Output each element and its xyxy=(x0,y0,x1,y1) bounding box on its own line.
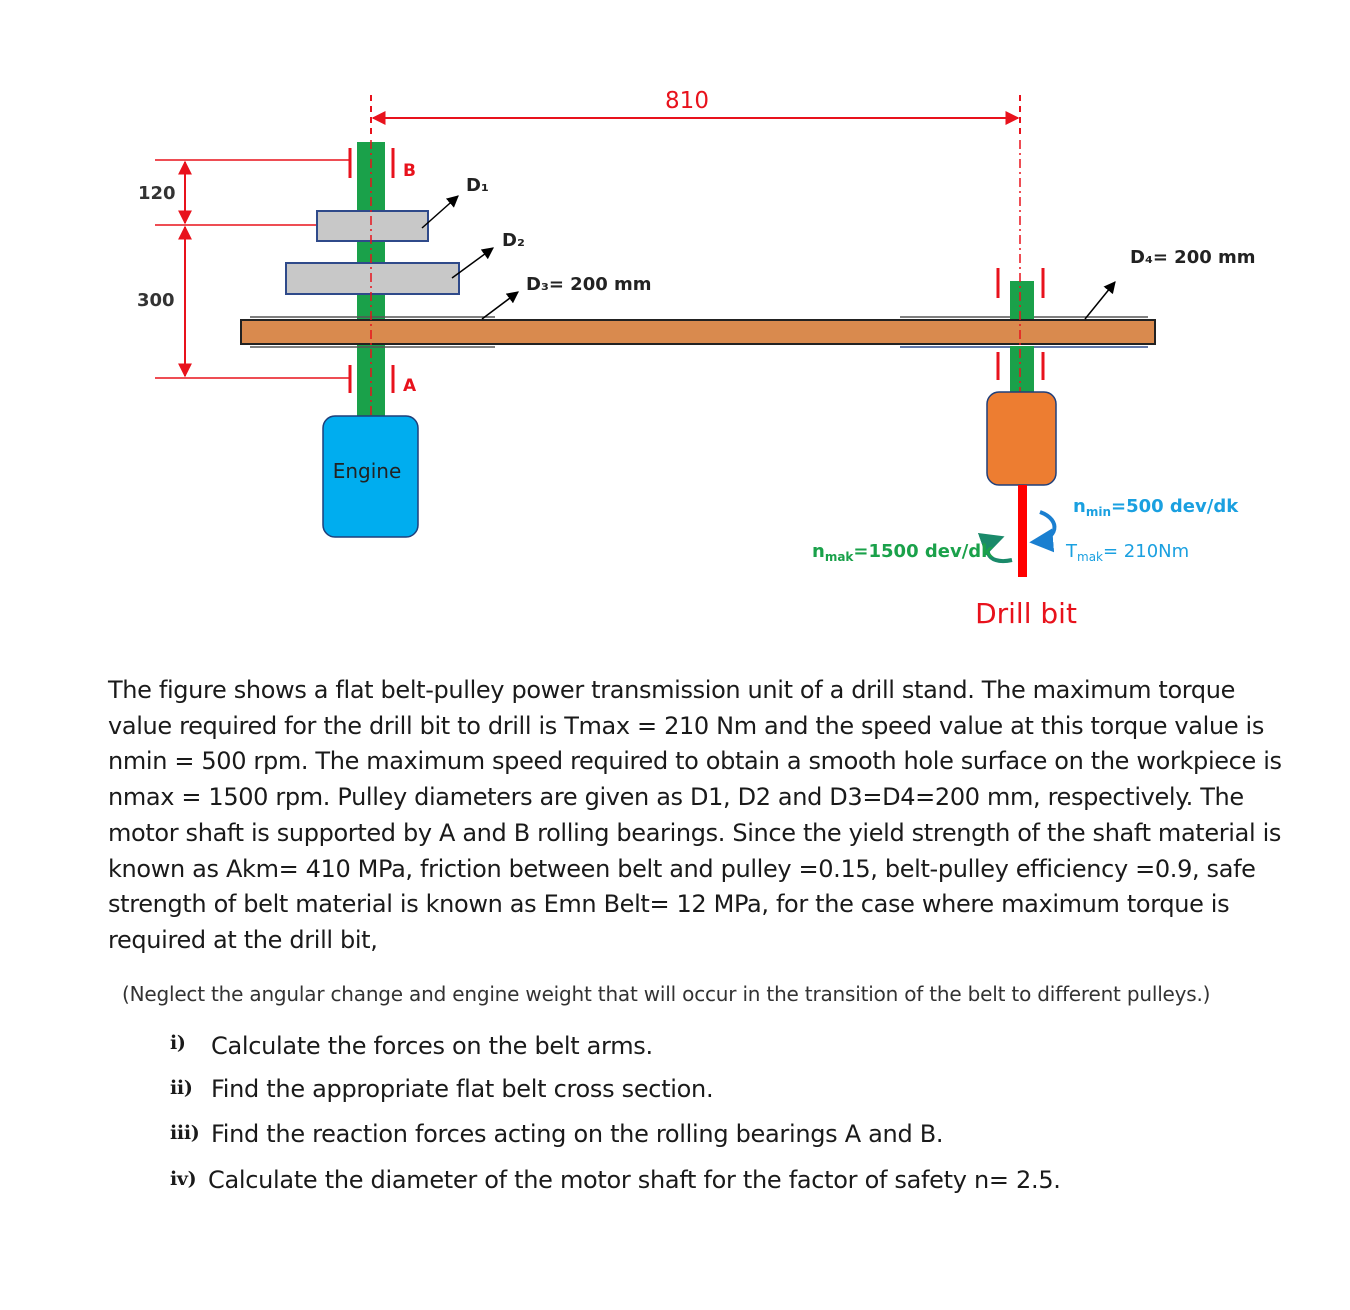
question-text: Find the appropriate flat belt cross sec… xyxy=(211,1075,714,1103)
d1-pointer xyxy=(421,195,459,229)
drill-motor xyxy=(986,391,1057,486)
drill-bit xyxy=(1018,485,1027,577)
rotation-arrow-nmin xyxy=(1029,510,1057,553)
pulley-d2 xyxy=(285,262,460,295)
drill-stand-diagram: 810 120 300 B A Engine xyxy=(137,88,1256,630)
d2-label: D₂ xyxy=(502,230,525,251)
drill-shaft-lower xyxy=(1010,346,1034,394)
question-text: Calculate the diameter of the motor shaf… xyxy=(208,1166,1061,1194)
d2-pointer xyxy=(451,247,494,279)
problem-paragraph: The figure shows a flat belt-pulley powe… xyxy=(108,676,1282,954)
tmak-label: Tmak= 210Nm xyxy=(1065,541,1189,564)
dimension-vertical: 120 300 xyxy=(137,159,350,379)
drill-bearing-lower xyxy=(996,352,1045,380)
dimension-120-text: 120 xyxy=(138,183,176,204)
drill-shaft-upper xyxy=(1010,281,1034,319)
engine-label: Engine xyxy=(333,459,402,483)
nmin-label: nmin=500 dev/dk xyxy=(1073,496,1239,519)
bearing-b-label: B xyxy=(403,161,416,181)
pulley-d1 xyxy=(316,210,429,242)
bearing-a-label: A xyxy=(403,376,417,396)
bearing-a: A xyxy=(348,365,417,396)
nmak-label: nmak=1500 dev/dk xyxy=(812,541,994,564)
d4-label: D₄= 200 mm xyxy=(1130,247,1256,268)
d3-label: D₃= 200 mm xyxy=(526,274,652,295)
dimension-810: 810 xyxy=(370,88,1021,135)
d4-pointer xyxy=(1084,281,1116,320)
question-text: Find the reaction forces acting on the r… xyxy=(211,1120,944,1148)
flat-belt xyxy=(240,316,1156,348)
d1-label: D₁ xyxy=(466,175,489,196)
dimension-300-text: 300 xyxy=(137,290,175,311)
dimension-810-text: 810 xyxy=(665,88,709,114)
question-number: iv) xyxy=(170,1168,197,1190)
drill-bearing-upper xyxy=(996,268,1045,298)
question-text: Calculate the forces on the belt arms. xyxy=(211,1032,653,1060)
question-number: ii) xyxy=(170,1077,193,1099)
rotation-arrow-nmak xyxy=(977,533,1013,564)
drill-bit-label: Drill bit xyxy=(975,597,1077,630)
bearing-b: B xyxy=(348,148,416,181)
question-number: i) xyxy=(170,1032,186,1054)
question-number: iii) xyxy=(170,1122,200,1144)
problem-note: (Neglect the angular change and engine w… xyxy=(122,982,1211,1006)
engine-body xyxy=(322,415,419,538)
d3-pointer xyxy=(481,291,519,320)
